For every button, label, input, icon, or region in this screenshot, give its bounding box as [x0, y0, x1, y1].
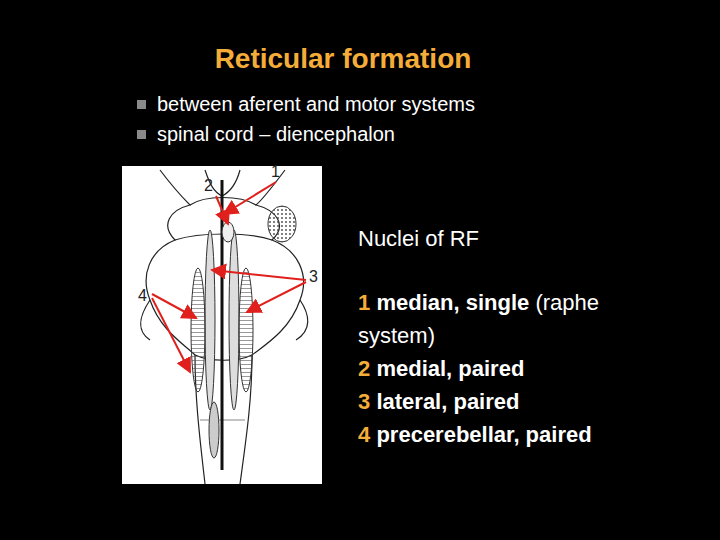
lateral-column: [239, 268, 253, 392]
medial-column: [205, 230, 215, 410]
section-heading: Nuclei of RF: [358, 226, 479, 252]
list-item: 2medial, paired: [358, 352, 668, 385]
callout-number: 3: [309, 268, 318, 286]
slide-title: Reticular formation: [0, 43, 686, 75]
medial-nucleus: [222, 222, 234, 242]
list-item: 3lateral, paired: [358, 385, 668, 418]
list-text: lateral, paired: [376, 389, 519, 414]
raphe-column: [221, 180, 224, 470]
leader-arrows: [152, 182, 306, 372]
bullet-square: [137, 100, 146, 109]
lateral-column: [191, 268, 205, 392]
medial-column: [229, 230, 239, 410]
callout-number: 1: [271, 163, 280, 181]
list-number: 3: [358, 389, 370, 414]
list-text: precerebellar, paired: [376, 422, 591, 447]
bullet-square: [137, 130, 146, 139]
list-item: 1median, single(raphe system): [358, 286, 668, 352]
nuclei-list: 1median, single(raphe system)2medial, pa…: [358, 286, 668, 451]
precerebellar-nucleus: [209, 402, 219, 458]
illustration-background: [122, 166, 322, 484]
list-number: 2: [358, 356, 370, 381]
list-number: 4: [358, 422, 370, 447]
list-text: medial, paired: [376, 356, 524, 381]
list-text: median, single: [376, 290, 529, 315]
precerebellar-nucleus: [268, 206, 296, 242]
list-item: 4precerebellar, paired: [358, 418, 668, 451]
bullet-text: spinal cord – diencephalon: [157, 123, 395, 146]
callout-number: 2: [204, 177, 213, 195]
brainstem-outline: [141, 170, 308, 484]
bullet-text: between aferent and motor systems: [157, 93, 475, 116]
callout-number: 4: [138, 287, 147, 305]
list-number: 1: [358, 290, 370, 315]
